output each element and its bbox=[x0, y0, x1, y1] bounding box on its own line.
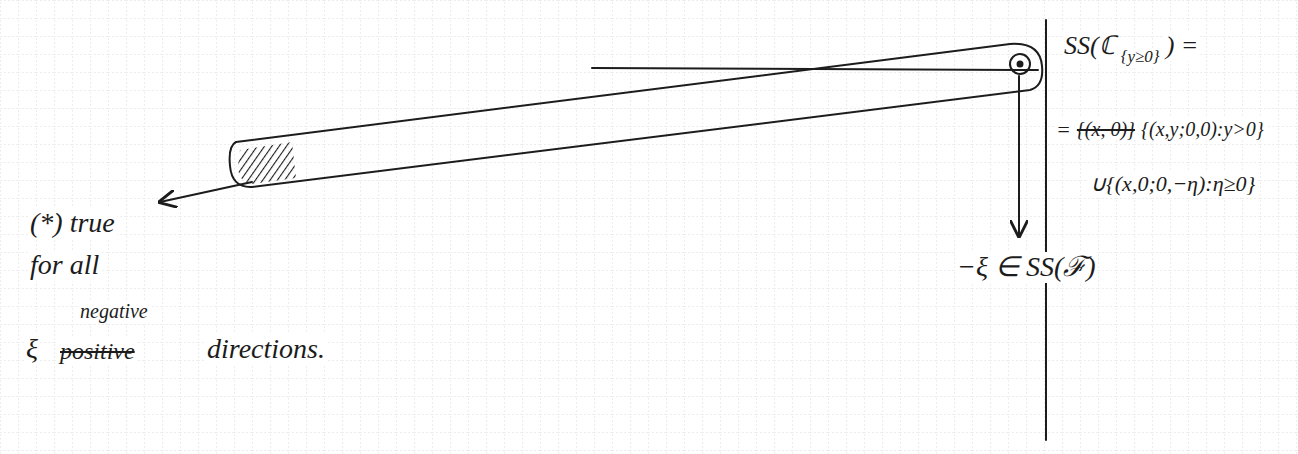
note-text: (*) true bbox=[28, 208, 117, 239]
formula-text: {(x,y;0,0):y>0} bbox=[1139, 118, 1266, 140]
note-text: negative bbox=[78, 300, 150, 322]
formula-text: ) = bbox=[1164, 32, 1201, 61]
note-text: for all bbox=[28, 250, 101, 281]
tube-strip bbox=[230, 44, 1043, 187]
point-dot bbox=[1018, 62, 1023, 67]
formula-text: = bbox=[1054, 118, 1073, 142]
formula-text: {y≥0} bbox=[1119, 48, 1162, 67]
separator-line bbox=[1045, 20, 1047, 440]
formula-text: {(x, 0)} bbox=[1075, 118, 1137, 140]
note-text: −ξ ∈ SS(ℱ) bbox=[955, 252, 1098, 283]
note-text: positive bbox=[58, 338, 137, 364]
formula-text: SS(ℂ bbox=[1062, 32, 1117, 61]
note-text: directions. bbox=[205, 334, 327, 365]
note-text: ξ bbox=[24, 334, 40, 365]
covector-arrow bbox=[1018, 76, 1020, 236]
formula-text: ∪{(x,0;0,−η):η≥0} bbox=[1088, 172, 1257, 196]
point-circle bbox=[1010, 54, 1030, 74]
hatched-cap bbox=[238, 142, 296, 184]
direction-arrow bbox=[160, 182, 252, 202]
